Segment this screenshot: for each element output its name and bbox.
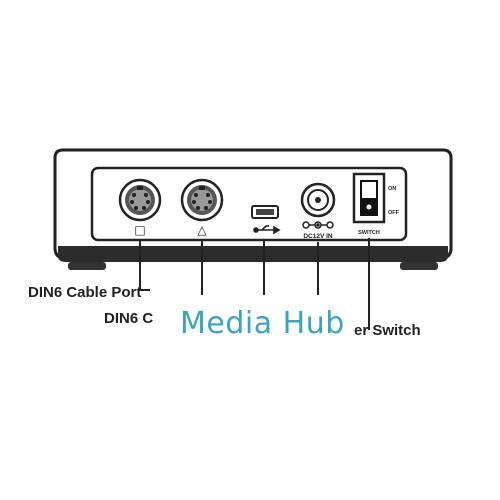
callout-din6-cable-port: DIN6 Cable Port (28, 284, 142, 301)
dc-input-label: DC12V IN (303, 233, 333, 240)
usb-port (251, 205, 279, 219)
power-switch (352, 172, 386, 224)
usb-symbol-icon (253, 225, 281, 235)
square-symbol: □ (134, 223, 145, 237)
din6-port-1 (118, 178, 162, 222)
callout-power-switch: er Switch (354, 322, 421, 339)
switch-on-label: ON (388, 186, 396, 192)
device-foot-right (400, 262, 438, 270)
callout-din6-second: DIN6 C (104, 310, 154, 327)
triangle-symbol: △ (197, 223, 207, 237)
page-title: Media Hub (176, 306, 349, 341)
device-base (58, 246, 448, 262)
dc-power-jack (300, 182, 336, 218)
din6-port-2 (180, 178, 224, 222)
device-foot-left (68, 262, 106, 270)
dc-polarity-icon (302, 221, 334, 229)
switch-off-label: OFF (388, 210, 400, 216)
leader-line-din6-1 (139, 240, 150, 291)
switch-label: SWITCH (358, 230, 380, 236)
